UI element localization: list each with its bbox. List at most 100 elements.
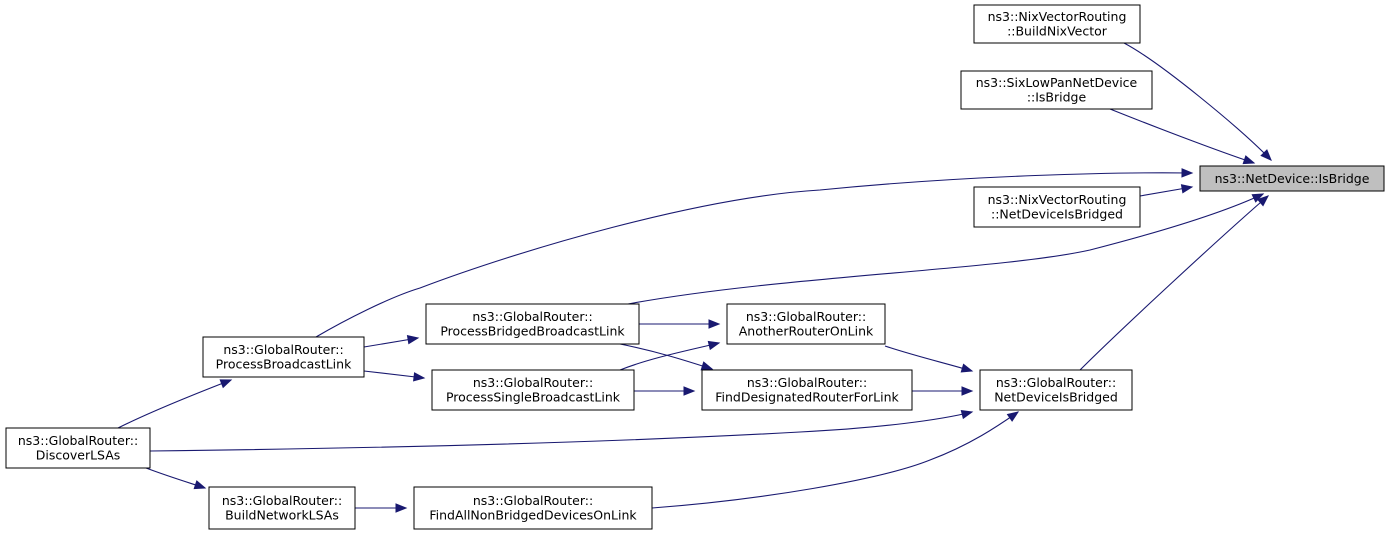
edge-line	[117, 379, 232, 429]
node-label-line: FindAllNonBridgedDevicesOnLink	[429, 508, 637, 523]
node-box	[726, 303, 886, 345]
node-box	[979, 369, 1133, 411]
node-procbcast[interactable]: ns3::GlobalRouter::ProcessBroadcastLink	[202, 336, 365, 378]
node-label-line: ns3::SixLowPanNetDevice	[976, 75, 1138, 90]
node-label-line: ::BuildNixVector	[1007, 24, 1108, 39]
node-box	[413, 486, 653, 530]
edge-discoverlsas-to-procbcast	[117, 379, 233, 429]
edge-line	[884, 345, 973, 372]
node-grbridged[interactable]: ns3::GlobalRouter::NetDeviceIsBridged	[979, 369, 1133, 411]
edge-arrowhead	[708, 319, 721, 329]
edge-procbcast-to-procbridgedbcast	[363, 335, 420, 348]
node-label-line: ns3::NetDevice::IsBridge	[1215, 171, 1370, 186]
node-sixlowpan[interactable]: ns3::SixLowPanNetDevice::IsBridge	[960, 70, 1153, 110]
edge-arrowhead	[413, 372, 426, 382]
node-procsinglebcast[interactable]: ns3::GlobalRouter::ProcessSingleBroadcas…	[431, 369, 635, 411]
edge-procsinglebcast-to-finddesignated	[634, 386, 696, 396]
node-procbridgedbcast[interactable]: ns3::GlobalRouter::ProcessBridgedBroadca…	[425, 303, 640, 345]
node-label-line: AnotherRouterOnLink	[739, 324, 874, 339]
node-box	[5, 427, 151, 469]
node-label-line: ns3::NixVectorRouting	[988, 9, 1127, 24]
edge-finddesignated-to-grbridged	[912, 386, 974, 396]
node-label-line: ns3::GlobalRouter::	[996, 375, 1116, 390]
edge-procbridgedbcast-to-isbridge	[627, 193, 1265, 305]
node-label-line: DiscoverLSAs	[36, 448, 121, 463]
node-buildnetlsas[interactable]: ns3::GlobalRouter::BuildNetworkLSAs	[208, 486, 356, 530]
edge-grbridged-to-isbridge	[1079, 195, 1270, 371]
edge-nixbridged-to-isbridge	[1139, 184, 1194, 197]
edges-layer	[117, 42, 1272, 513]
node-label-line: ns3::NixVectorRouting	[988, 192, 1127, 207]
node-label-line: BuildNetworkLSAs	[225, 508, 339, 523]
edge-line	[651, 411, 1019, 509]
edge-buildnixvector-to-isbridge	[1123, 42, 1272, 161]
node-box	[701, 369, 913, 411]
edge-arrowhead	[406, 335, 420, 345]
edge-arrowhead	[1006, 411, 1020, 422]
edge-sixlowpan-to-isbridge	[1109, 108, 1256, 165]
edge-procbridgedbcast-to-anotherrouter	[639, 319, 721, 329]
edge-arrowhead	[1181, 168, 1194, 178]
node-label-line: ns3::GlobalRouter::	[472, 309, 592, 324]
node-label-line: ::IsBridge	[1027, 90, 1087, 105]
edge-line	[627, 193, 1264, 305]
node-anotherrouter[interactable]: ns3::GlobalRouter::AnotherRouterOnLink	[726, 303, 886, 345]
node-nixbridged[interactable]: ns3::NixVectorRouting::NetDeviceIsBridge…	[973, 186, 1141, 228]
node-box	[425, 303, 640, 345]
edge-arrowhead	[960, 409, 974, 420]
node-box	[208, 486, 356, 530]
node-box	[960, 70, 1153, 110]
edge-line	[1123, 42, 1272, 161]
node-findallnonbridged[interactable]: ns3::GlobalRouter::FindAllNonBridgedDevi…	[413, 486, 653, 530]
node-finddesignated[interactable]: ns3::GlobalRouter::FindDesignatedRouterF…	[701, 369, 913, 411]
edge-line	[149, 411, 973, 452]
edge-arrowhead	[1256, 195, 1270, 207]
node-discoverlsas[interactable]: ns3::GlobalRouter::DiscoverLSAs	[5, 427, 151, 469]
node-label-line: ns3::GlobalRouter::	[747, 375, 867, 390]
edge-buildnetlsas-to-findallnonbridged	[355, 503, 408, 513]
edge-arrowhead	[1260, 149, 1272, 161]
edge-arrowhead	[219, 379, 233, 389]
edge-line	[315, 172, 1193, 338]
node-box	[973, 186, 1141, 228]
node-isbridge[interactable]: ns3::NetDevice::IsBridge	[1199, 165, 1385, 192]
edge-arrowhead	[395, 503, 408, 513]
edge-arrowhead	[961, 386, 974, 396]
node-box	[973, 4, 1141, 44]
node-label-line: ns3::GlobalRouter::	[222, 493, 342, 508]
node-label-line: ::NetDeviceIsBridged	[991, 207, 1123, 222]
node-label-line: ns3::GlobalRouter::	[746, 309, 866, 324]
edge-arrowhead	[700, 361, 714, 371]
node-label-line: ns3::GlobalRouter::	[473, 375, 593, 390]
edge-arrowhead	[193, 480, 207, 490]
node-label-line: ns3::GlobalRouter::	[473, 493, 593, 508]
node-label-line: FindDesignatedRouterForLink	[715, 390, 899, 405]
edge-procbcast-to-procsinglebcast	[363, 370, 426, 382]
edge-arrowhead	[683, 386, 696, 396]
edge-arrowhead	[1180, 184, 1194, 194]
node-label-line: ProcessBridgedBroadcastLink	[440, 324, 625, 339]
node-label-line: ns3::GlobalRouter::	[223, 342, 343, 357]
edge-arrowhead	[1242, 155, 1256, 165]
nodes-layer: ns3::NetDevice::IsBridgens3::NixVectorRo…	[5, 4, 1385, 530]
edge-discoverlsas-to-grbridged	[149, 409, 974, 452]
edge-findallnonbridged-to-grbridged	[651, 411, 1020, 509]
edge-procsinglebcast-to-anotherrouter	[619, 340, 721, 371]
node-label-line: ProcessBroadcastLink	[216, 357, 352, 372]
node-label-line: NetDeviceIsBridged	[994, 390, 1118, 405]
edge-anotherrouter-to-grbridged	[884, 345, 974, 373]
node-buildnixvector[interactable]: ns3::NixVectorRouting::BuildNixVector	[973, 4, 1141, 44]
node-label-line: ns3::GlobalRouter::	[18, 433, 138, 448]
node-box	[1199, 165, 1385, 192]
edge-discoverlsas-to-buildnetlsas	[145, 467, 207, 490]
edge-line	[1079, 195, 1269, 371]
edge-procbridgedbcast-to-finddesignated	[619, 343, 714, 371]
node-box	[431, 369, 635, 411]
edge-line	[1109, 108, 1255, 164]
edge-arrowhead	[960, 363, 974, 373]
edge-arrowhead	[707, 340, 721, 351]
edge-arrowhead	[1251, 193, 1265, 203]
edge-procbcast-to-isbridge	[315, 168, 1194, 338]
node-label-line: ProcessSingleBroadcastLink	[446, 390, 621, 405]
